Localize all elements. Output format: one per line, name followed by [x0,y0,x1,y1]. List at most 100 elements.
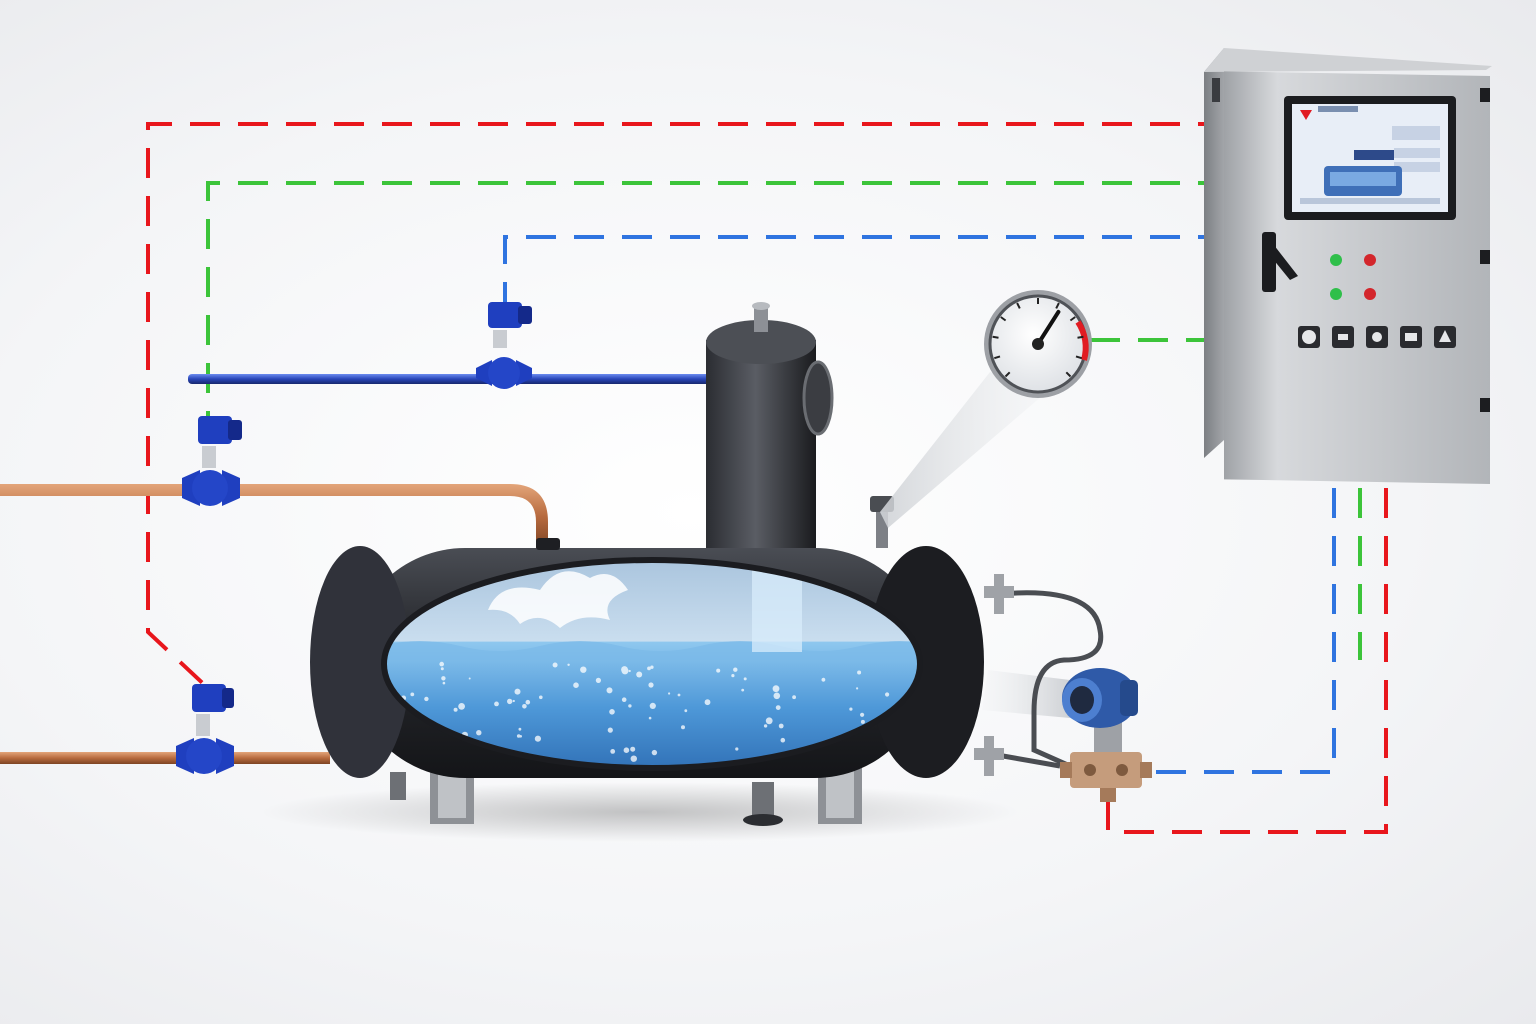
bubble [647,666,651,671]
bubble [821,677,826,682]
warning-triangle-icon [1300,110,1312,120]
gauge-tick [1077,335,1084,339]
control-cabinet [1204,48,1492,485]
gauge-tick [992,335,999,339]
bubble [765,717,773,725]
gauge-tick [993,355,1001,360]
bubble [636,671,643,678]
bubble [441,676,446,681]
bubble [743,677,747,681]
gauge-tick [1065,371,1072,378]
bubble [607,727,613,733]
spray-plume [488,571,628,628]
bubble [494,701,499,707]
red-signal-line-lower [1106,440,1388,834]
bubble [623,747,630,753]
selector-switch-5[interactable] [1434,326,1456,348]
bubble [763,724,768,728]
bubble [610,749,616,754]
gauge-tick [1075,355,1083,360]
bubble [857,670,862,675]
selector-switch-4[interactable] [1400,326,1422,348]
bubble [628,704,632,708]
bubble [518,727,522,731]
bubble [507,698,513,705]
piping [0,374,710,764]
gauge-ticks [992,298,1084,378]
separator-vessel [260,302,1020,842]
bubble [780,737,786,743]
bubble [849,707,853,711]
bubble [525,699,531,705]
bubble [885,692,890,697]
bubble [778,723,784,729]
blue-signal-line-lower [1138,440,1336,774]
bubble [539,695,543,700]
bubble [516,734,521,738]
dome-manway [802,360,834,436]
gauge-tick [1055,302,1060,309]
solenoid-valve-vent[interactable] [476,302,532,389]
bubble [681,725,685,730]
bubble [512,699,515,703]
bubble [684,709,688,713]
bubble [792,695,796,700]
ready-indicator-led [1330,288,1342,300]
copper-feed-pipe-lower [0,752,330,764]
signal-lines [146,122,1388,834]
bubble [552,662,558,668]
selector-switches [1298,326,1456,348]
hmi-screen[interactable] [1284,96,1456,220]
selector-switch-3[interactable] [1366,326,1388,348]
alarm-indicator-led [1364,288,1376,300]
pressure-gauge[interactable] [984,290,1092,398]
bubble [731,674,735,678]
bubble [410,692,415,697]
bubble [534,735,542,742]
gauge-tick [1069,316,1076,322]
gauge-needle [1036,309,1061,346]
bubble [567,663,570,666]
selector-switch-1[interactable] [1298,326,1320,348]
bubble [651,749,658,756]
bubble [522,704,527,709]
bubble [573,682,579,688]
gauge-tick [1004,371,1011,378]
main-disconnect-switch[interactable] [1262,232,1298,292]
bubble [468,677,471,680]
bubble [772,685,780,693]
bubble [424,696,429,702]
bubble [453,707,458,712]
bubble [650,665,654,669]
bubble [609,709,615,715]
vessel-dome [706,340,816,550]
level-transmitter[interactable] [1062,668,1138,754]
bubble [630,755,637,762]
bubble [704,699,711,706]
gauge-tick [1016,302,1021,309]
selector-switch-2[interactable] [1332,326,1354,348]
solenoid-valve-feed-upper[interactable] [182,416,242,506]
gauge-red-zone [1075,320,1089,361]
bubble [648,682,654,688]
bubble [580,666,587,673]
bubble [677,693,681,697]
bubble [630,746,636,752]
isolation-fittings [974,574,1014,776]
bubble [621,697,627,702]
bubble [668,692,671,695]
bubble [514,688,521,695]
transmitter-callout-beam [982,670,1070,718]
valve-manifold[interactable] [1060,752,1152,802]
bubble [860,712,865,717]
green-signal-line-upper [206,181,1228,418]
bubble [775,705,781,710]
bubble [856,687,859,690]
bubble [860,719,865,724]
water-surface [384,641,920,660]
vessel-shadow [260,782,1020,842]
bubble [649,702,656,710]
bubble [716,668,721,673]
solenoid-valve-feed-lower[interactable] [176,684,234,774]
